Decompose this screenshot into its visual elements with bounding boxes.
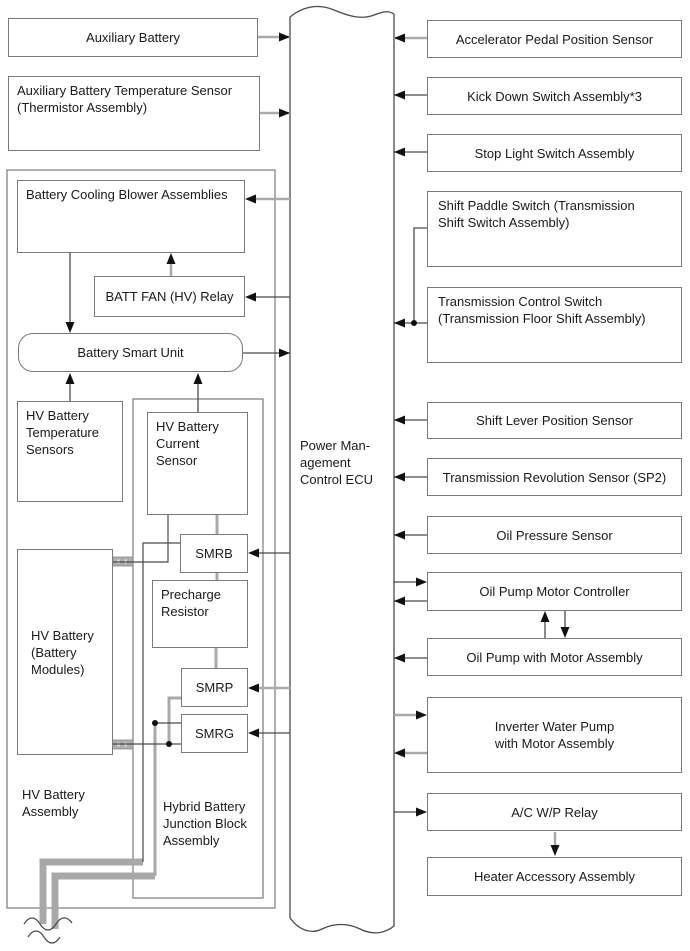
- node-battery-smart-unit: Battery Smart Unit: [18, 333, 243, 372]
- ecu-shape: [289, 5, 395, 934]
- node-oil-pressure-sensor: Oil Pressure Sensor: [427, 516, 682, 554]
- node-power-management-control-ecu: Power Man- agement Control ECU: [300, 438, 373, 487]
- node-inverter-water-pump-with-motor-assembly: Inverter Water Pump with Motor Assembly: [427, 697, 682, 773]
- node-kick-down-switch-assembly: Kick Down Switch Assembly*3: [427, 77, 682, 115]
- node-smrb: SMRB: [180, 534, 248, 573]
- hv-bus-bars: [39, 858, 155, 929]
- node-oil-pump-with-motor-assembly: Oil Pump with Motor Assembly: [427, 638, 682, 676]
- node-hv-battery-current-sensor: HV Battery Current Sensor: [147, 412, 248, 515]
- arrowheads: [65, 32, 570, 856]
- node-smrg: SMRG: [181, 714, 248, 753]
- node-oil-pump-motor-controller: Oil Pump Motor Controller: [427, 572, 682, 611]
- node-ac-wp-relay: A/C W/P Relay: [427, 793, 682, 831]
- node-auxiliary-battery: Auxiliary Battery: [8, 18, 258, 57]
- node-heater-accessory-assembly: Heater Accessory Assembly: [427, 857, 682, 896]
- node-transmission-revolution-sensor-sp2: Transmission Revolution Sensor (SP2): [427, 458, 682, 496]
- node-smrp: SMRP: [181, 668, 248, 707]
- label-hv-battery-assembly: HV Battery Assembly: [22, 787, 85, 819]
- node-hv-battery-temperature-sensors: HV Battery Temperature Sensors: [17, 401, 123, 502]
- node-transmission-control-switch: Transmission Control Switch (Transmissio…: [427, 287, 682, 363]
- junction-dots: [152, 320, 417, 747]
- node-stop-light-switch-assembly: Stop Light Switch Assembly: [427, 134, 682, 172]
- node-battery-cooling-blower-assemblies: Battery Cooling Blower Assemblies: [17, 180, 245, 253]
- bus-bar-break-marks: [23, 917, 73, 944]
- node-batt-fan-hv-relay: BATT FAN (HV) Relay: [94, 276, 245, 317]
- node-shift-lever-position-sensor: Shift Lever Position Sensor: [427, 402, 682, 439]
- hv-battery-assembly-outline: [6, 169, 276, 909]
- node-shift-paddle-switch: Shift Paddle Switch (Transmission Shift …: [427, 191, 682, 267]
- node-precharge-resistor: Precharge Resistor: [152, 580, 248, 648]
- node-accelerator-pedal-position-sensor: Accelerator Pedal Position Sensor: [427, 20, 682, 58]
- label-hybrid-battery-junction-block-assembly: Hybrid Battery Junction Block Assembly: [163, 799, 247, 848]
- node-hv-battery-modules: HV Battery (Battery Modules): [17, 549, 113, 755]
- node-auxiliary-battery-temperature-sensor: Auxiliary Battery Temperature Sensor (Th…: [8, 76, 260, 151]
